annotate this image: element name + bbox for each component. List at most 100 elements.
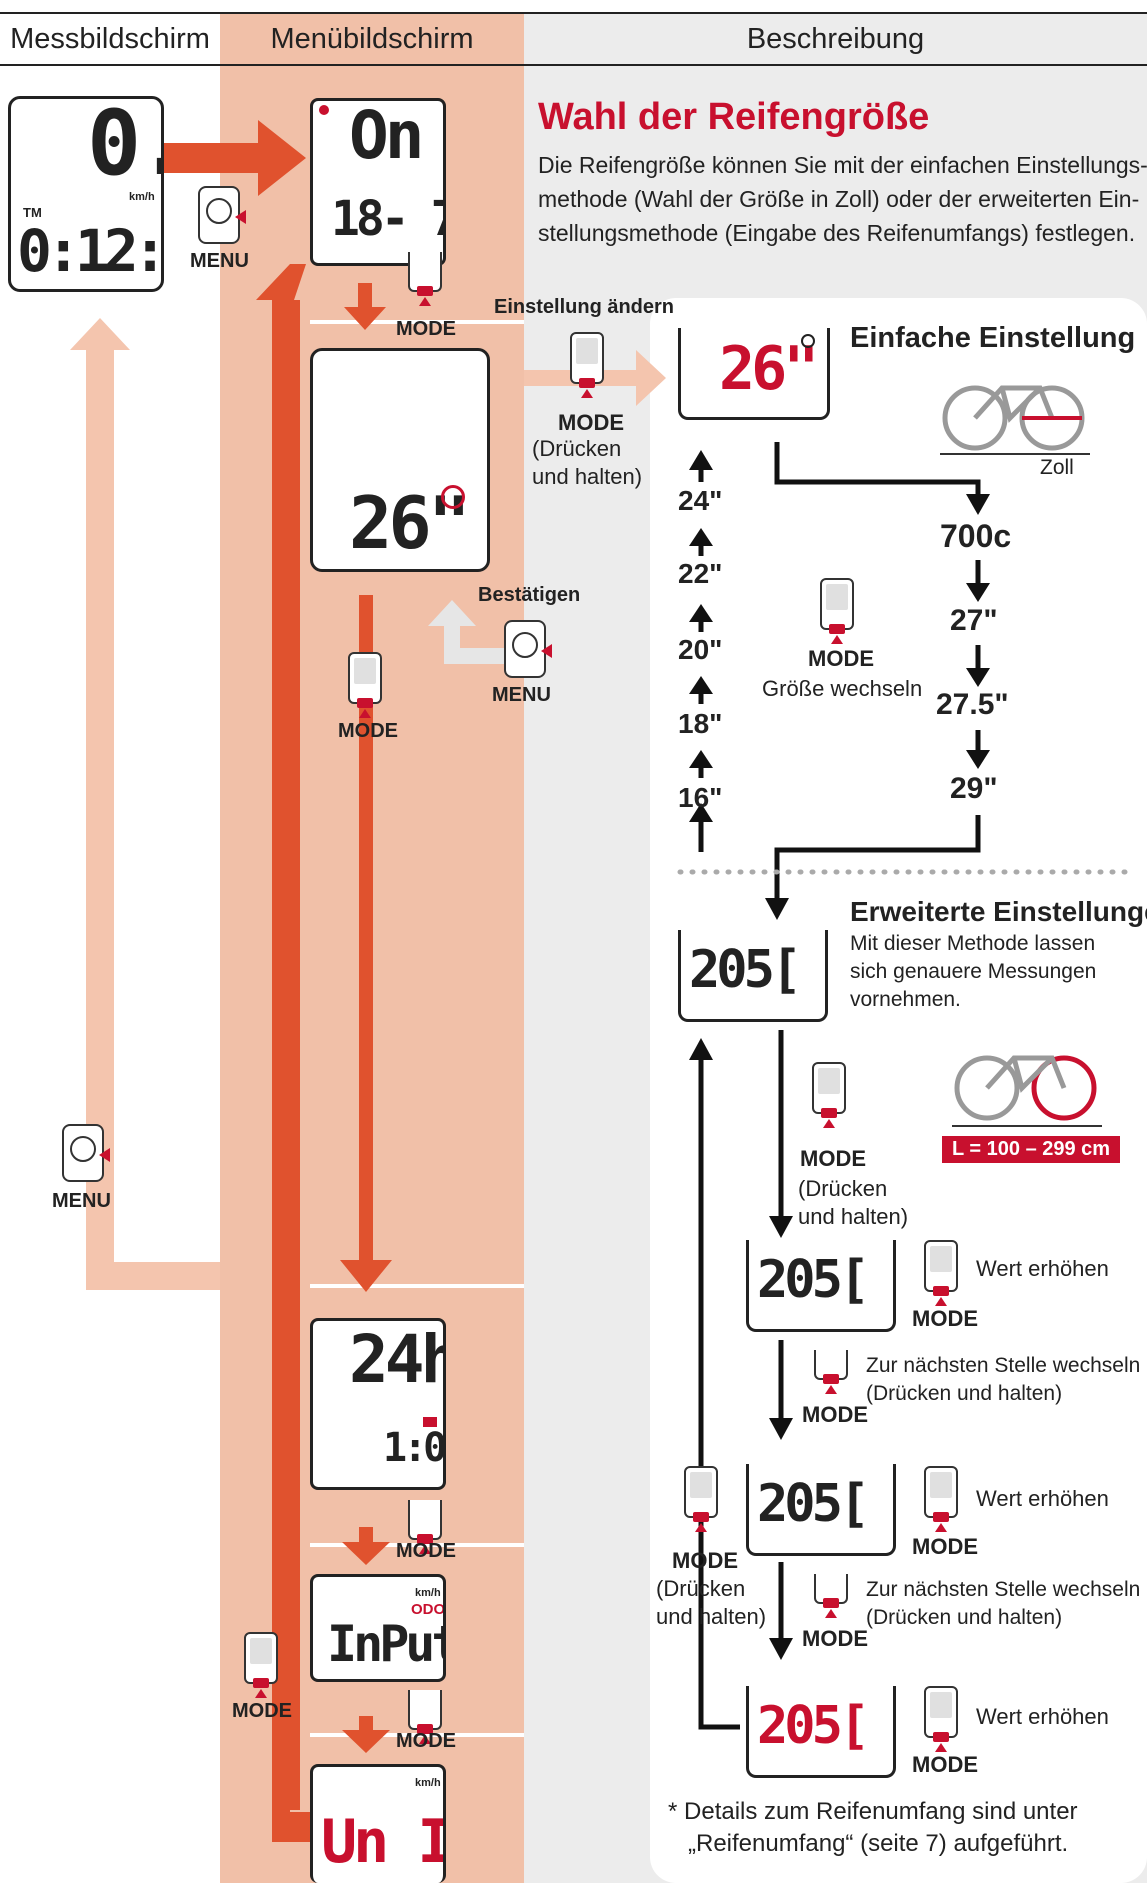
increase-label-3: Wert erhöhen (976, 1704, 1109, 1729)
mode-key-icon (829, 624, 845, 634)
mode-key-icon (693, 1512, 709, 1522)
up-arrow-long (256, 264, 306, 1842)
down-arrow-long (340, 595, 392, 1292)
menu-label-bottom: MENU (52, 1190, 111, 1212)
menu-screen-clock: 24h 1:00 (310, 1318, 446, 1490)
advanced-screen-2-value: 205[ ] (757, 1250, 893, 1310)
advanced-title: Erweiterte Einstellungen (850, 896, 1147, 927)
mode-label-next-1: MODE (802, 1402, 868, 1427)
mode-button-size[interactable] (820, 578, 854, 644)
size-right-2: 27" (950, 604, 998, 637)
simple-title: Einfache Einstellung (850, 322, 1136, 354)
footnote-line-1: * Details zum Reifenumfang sind unter (668, 1798, 1078, 1825)
press-indicator-icon (99, 1148, 110, 1162)
mode-button-change[interactable] (570, 332, 604, 398)
next-digit-2: Zur nächsten Stelle wechseln (866, 1578, 1141, 1601)
enter-menu-arrow (163, 120, 306, 196)
intro-line-3: stellungsmethode (Eingabe des Reifenumfa… (538, 220, 1136, 246)
down-arrow-4 (342, 1716, 390, 1753)
mode-label-menu-3: MODE (396, 1540, 456, 1562)
mode-button-increase-3[interactable] (924, 1686, 958, 1752)
mode-button-advanced-1[interactable] (812, 1062, 846, 1128)
measure-tm-label: TM (23, 205, 42, 220)
unit-screen-big: Un It (321, 1807, 443, 1877)
mode-label-increase-2: MODE (912, 1534, 978, 1559)
measure-time: 0:12:57 (17, 217, 162, 285)
up-arrow-bottom (278, 1812, 310, 1842)
mode-button-menu-4[interactable] (408, 1690, 442, 1744)
bike-icon-simple (940, 385, 1090, 455)
page-title: Wahl der Reifengröße (538, 96, 930, 138)
menu-button-confirm[interactable] (504, 620, 552, 678)
mode-button-menu-3[interactable] (408, 1500, 442, 1554)
mode-button-increase-2[interactable] (924, 1466, 958, 1532)
next-digit-1: Zur nächsten Stelle wechseln (866, 1354, 1141, 1377)
circumference-range-badge: L = 100 – 299 cm (942, 1136, 1121, 1163)
mode-button-menu-1[interactable] (408, 252, 442, 306)
zoll-label: Zoll (1040, 456, 1074, 479)
wheel-icon (441, 485, 465, 509)
size-left-5: 16" (678, 782, 723, 813)
clock-screen-small: 1:00 (383, 1425, 444, 1471)
mode-label-increase-1: MODE (912, 1306, 978, 1331)
settings-panel (650, 298, 1147, 1883)
menu-screen-tire: 26" (310, 348, 490, 572)
mode-button-return[interactable] (684, 1466, 718, 1532)
on-screen-small: 18- 7 (331, 191, 446, 247)
mode-button-next-2[interactable] (814, 1574, 848, 1618)
input-odo: ODO (411, 1601, 446, 1618)
menu-button-bottom[interactable] (62, 1124, 110, 1182)
return-arrow-light (70, 318, 220, 1290)
input-screen-big: InPut (327, 1615, 446, 1673)
mode-label-menu-5: MODE (232, 1700, 292, 1722)
return-press-hold-1: (Drücken (656, 1576, 746, 1601)
advanced-press-hold-2: und halten) (798, 1204, 909, 1229)
clock-screen-big: 24h (349, 1321, 446, 1398)
advanced-screen-3-value: 205[ ] (757, 1474, 893, 1534)
press-indicator-icon (581, 389, 593, 398)
mode-key-icon (821, 1108, 837, 1118)
advanced-screen-1-value: 205[ ] (689, 940, 825, 1000)
mode-key-icon (417, 1724, 433, 1734)
advanced-screen-4: 205[ ] (746, 1686, 896, 1778)
size-left-3: 20" (678, 634, 723, 665)
press-indicator-icon (825, 1385, 837, 1394)
menu-separator (310, 320, 524, 324)
simple-screen-value: 26" (719, 334, 819, 404)
mode-label-menu-1: MODE (396, 318, 456, 340)
bike-icon-advanced (952, 1055, 1102, 1127)
mode-button-menu-5[interactable] (244, 1632, 278, 1698)
advanced-press-hold-1: (Drücken (798, 1176, 888, 1201)
press-indicator-icon (359, 709, 371, 718)
size-right-4: 29" (950, 772, 998, 805)
wheel-icon (801, 334, 815, 348)
mode-button-increase-1[interactable] (924, 1240, 958, 1306)
press-indicator-icon (831, 635, 843, 644)
mode-key-icon (253, 1678, 269, 1688)
menu-button-top[interactable] (198, 186, 246, 244)
check-icon (423, 1417, 437, 1427)
menu-screen-unit: km/h Un It (310, 1764, 446, 1883)
header-menu-screen: Menübildschirm (270, 23, 474, 55)
menu-separator (310, 1733, 524, 1737)
menu-screen-on: On 18- 7 (310, 98, 446, 266)
mode-button-next-1[interactable] (814, 1350, 848, 1394)
mode-key-icon (933, 1286, 949, 1296)
press-indicator-icon (255, 1689, 267, 1698)
footnote-line-2: „Reifenumfang“ (seite 7) aufgeführt. (688, 1830, 1069, 1857)
advanced-screen-4-value: 205[ ] (757, 1696, 893, 1756)
mode-label-menu-2: MODE (338, 720, 398, 742)
mode-key-icon (823, 1598, 839, 1608)
menu-separator (310, 1543, 524, 1547)
press-hold-1: (Drücken (532, 436, 622, 461)
press-indicator-icon (825, 1609, 837, 1618)
return-press-hold-2: und halten) (656, 1604, 767, 1629)
advanced-desc-2: sich genauere Messungen (850, 960, 1097, 983)
size-right-1: 700c (940, 518, 1012, 554)
mode-button-menu-2[interactable] (348, 652, 382, 718)
down-arrow-3 (342, 1527, 390, 1565)
menu-screen-input: km/h ODO InPut (310, 1574, 446, 1682)
input-unit: km/h (415, 1587, 441, 1599)
press-hold-2: und halten) (532, 464, 643, 489)
sun-icon (319, 105, 329, 115)
